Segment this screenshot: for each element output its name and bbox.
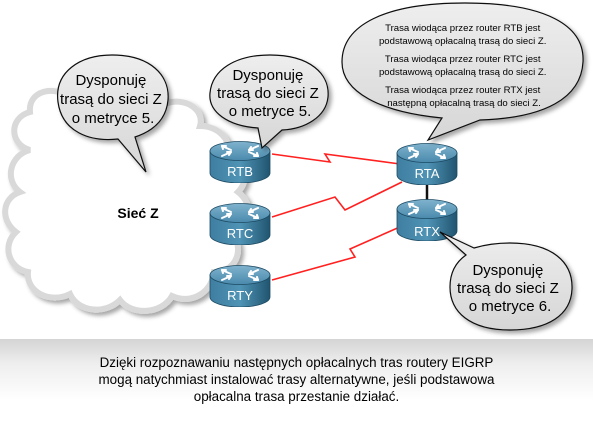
bubble-left-line: Dysponuję [75, 72, 146, 89]
bubble-top-right-line: podstawową opłacalną trasą do sieci Z. [379, 36, 546, 47]
link-rtb-rta [271, 152, 401, 165]
link-rty-rtx [271, 225, 403, 281]
bubble-top-right-line: Trasa wiodąca przez router RTB jest [385, 23, 540, 34]
bubble-left-line: trasą do sieci Z [60, 91, 162, 108]
bubble-bottom-right-line: Dysponuję [472, 262, 543, 279]
bubble-middle-text: Dysponuję trasą do sieci Z o metryce 5. [217, 67, 323, 120]
bubble-top-right-line: następną opłacalną trasą do sieci Z. [387, 98, 541, 109]
caption-line: mogą natychmiast instalować trasy altern… [98, 372, 495, 387]
router-rtx-label: RTX [414, 224, 440, 239]
speech-bubble-left [57, 54, 169, 173]
bubble-top-right-text: Trasa wiodąca przez router RTB jest pods… [379, 23, 549, 109]
links [271, 152, 429, 281]
bubble-top-right-line: podstawową opłacalną trasą do sieci Z. [379, 67, 546, 78]
bubble-bottom-right-text: Dysponuję trasą do sieci Z o metryce 6. [457, 262, 563, 315]
router-rty: RTY [209, 265, 271, 307]
bubble-bottom-right-line: o metryce 6. [469, 298, 552, 315]
caption-panel: Dzięki rozpoznawaniu następnych opłacaln… [0, 338, 593, 421]
caption-line: Dzięki rozpoznawaniu następnych opłacaln… [99, 355, 494, 370]
router-rtc-label: RTC [227, 226, 253, 241]
router-rty-label: RTY [227, 288, 253, 303]
bubble-middle-line: o metryce 5. [229, 103, 312, 120]
speech-bubble-top-right [341, 2, 584, 142]
bubble-top-right-line: Trasa wiodąca przez router RTC jest [385, 54, 541, 65]
bubble-bottom-right-line: trasą do sieci Z [457, 280, 559, 297]
router-rtb: RTB [209, 141, 271, 183]
speech-bubble-middle [209, 54, 329, 150]
router-rta: RTA [396, 143, 458, 185]
cloud-label: Sieć Z [117, 205, 159, 221]
bubble-top-right-line: Trasa wiodąca przez router RTX jest [385, 85, 540, 96]
bubble-middle-line: trasą do sieci Z [217, 85, 319, 102]
router-rtx: RTX [396, 199, 458, 241]
link-rtc-rta [271, 181, 403, 218]
router-rtb-label: RTB [227, 164, 253, 179]
speech-bubble-bottom-right [439, 231, 573, 331]
bubble-left-line: o metryce 5. [72, 110, 155, 127]
router-rta-label: RTA [415, 166, 440, 181]
caption-text: Dzięki rozpoznawaniu następnych opłacaln… [40, 354, 553, 405]
caption-line: opłacalna trasa przestanie działać. [193, 389, 400, 404]
bubble-left-text: Dysponuję trasą do sieci Z o metryce 5. [60, 72, 166, 127]
bubble-middle-line: Dysponuję [232, 67, 303, 84]
router-rtc: RTC [209, 203, 271, 245]
